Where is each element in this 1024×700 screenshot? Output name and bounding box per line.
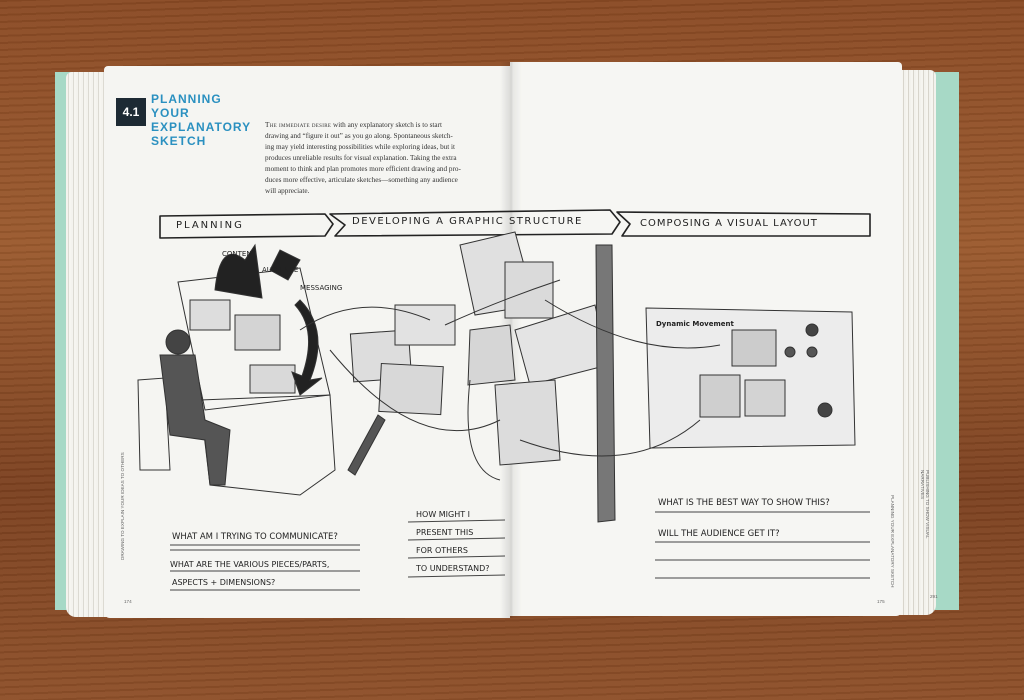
connector-curve bbox=[329, 349, 501, 432]
sketch-card bbox=[494, 379, 561, 466]
person-head bbox=[165, 329, 191, 355]
part-icon bbox=[817, 402, 833, 418]
planning-banner bbox=[159, 213, 334, 239]
right-page-number: 175 bbox=[877, 599, 885, 604]
question-present-line1: HOW MIGHT I bbox=[416, 510, 471, 519]
connector-curve bbox=[299, 306, 431, 331]
question-present-line2: PRESENT THIS bbox=[416, 528, 474, 537]
audience-annotation: AUDIENCE bbox=[262, 266, 299, 274]
messaging-arrow bbox=[291, 299, 323, 396]
sketch-thumb bbox=[234, 314, 281, 351]
question-present-line4: TO UNDERSTAND? bbox=[416, 564, 490, 573]
dynamic-movement-annotation: Dynamic Movement bbox=[656, 320, 734, 328]
connector-curve bbox=[544, 299, 721, 349]
part-icon bbox=[805, 323, 819, 337]
note-rule bbox=[407, 555, 506, 559]
intro-paragraph: The immediate desire with any explanator… bbox=[265, 121, 461, 195]
layout-board bbox=[645, 307, 856, 449]
question-audience-get: WILL THE AUDIENCE GET IT? bbox=[658, 529, 780, 539]
content-arrow bbox=[214, 243, 263, 299]
sketch-card bbox=[378, 362, 444, 416]
edge-spine-text: PUBLISHING TO SHOW VISUAL NARRATIVES bbox=[920, 470, 930, 539]
question-communicate: WHAT AM I TRYING TO COMMUNICATE? bbox=[172, 532, 338, 542]
left-spine-text: DRAWING TO EXPLAIN YOUR IDEAS TO OTHERS bbox=[120, 452, 125, 560]
note-rule bbox=[407, 537, 506, 541]
connector-curve bbox=[467, 379, 501, 481]
banner-composing-label: COMPOSING A VISUAL LAYOUT bbox=[640, 218, 818, 229]
bracket bbox=[595, 244, 616, 523]
sketch-thumb bbox=[189, 299, 231, 331]
note-rule bbox=[407, 519, 506, 523]
messaging-annotation: MESSAGING bbox=[300, 284, 343, 292]
banner-planning-label: PLANNING bbox=[176, 220, 244, 231]
developing-banner bbox=[329, 209, 621, 237]
content-annotation: CONTENT bbox=[222, 250, 256, 258]
banner-developing-label: DEVELOPING A GRAPHIC STRUCTURE bbox=[352, 216, 583, 227]
right-spine-text: PLANNING YOUR EXPLANATORY SKETCH bbox=[890, 495, 895, 588]
question-pieces-line2: ASPECTS + DIMENSIONS? bbox=[172, 578, 276, 587]
book-cover-right bbox=[935, 72, 959, 610]
question-present-line3: FOR OTHERS bbox=[416, 546, 468, 555]
question-best-way: WHAT IS THE BEST WAY TO SHOW THIS? bbox=[658, 498, 830, 508]
page-edges-right bbox=[896, 70, 936, 615]
left-page-number: 174 bbox=[124, 599, 132, 604]
edge-page-number: 291 bbox=[930, 594, 938, 599]
section-number: 4.1 bbox=[116, 98, 146, 126]
connector-curve bbox=[444, 279, 561, 326]
sketch-card bbox=[504, 261, 554, 319]
layout-thumb bbox=[744, 379, 786, 417]
composing-banner bbox=[616, 211, 871, 237]
chair bbox=[137, 377, 171, 471]
part-icon bbox=[806, 346, 818, 358]
section-title: PLANNING YOUR EXPLANATORY SKETCH bbox=[151, 92, 252, 148]
audience-arrow bbox=[269, 249, 301, 281]
person-body bbox=[159, 354, 231, 486]
part-icon bbox=[784, 346, 796, 358]
layout-thumb bbox=[699, 374, 741, 418]
question-pieces-line1: WHAT ARE THE VARIOUS PIECES/PARTS, bbox=[170, 560, 330, 569]
sketch-card bbox=[467, 324, 516, 386]
layout-thumb bbox=[731, 329, 777, 367]
sketch-thumb bbox=[249, 364, 296, 394]
post bbox=[347, 414, 386, 476]
note-rule bbox=[407, 574, 506, 578]
connector-curve bbox=[519, 419, 701, 457]
